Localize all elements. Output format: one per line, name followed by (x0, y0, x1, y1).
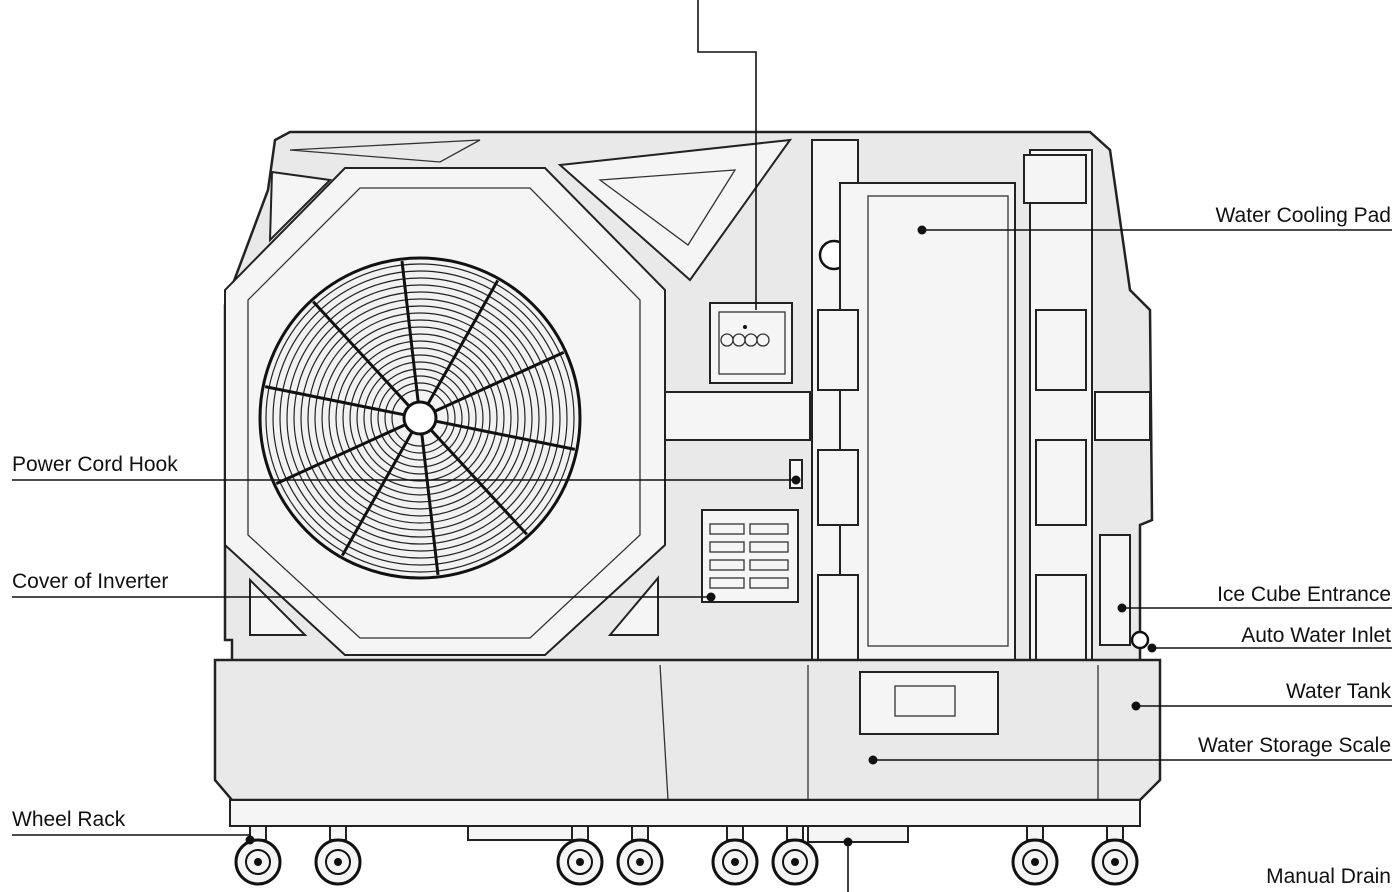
fan-ring (272, 270, 568, 566)
water-tank (213, 658, 1162, 802)
left-pad-block-1 (817, 309, 859, 391)
label-auto-water-inlet: Auto Water Inlet (1241, 624, 1391, 647)
label-water-cooling-pad: Water Cooling Pad (1215, 204, 1391, 227)
fan-ring (279, 277, 561, 559)
dot-cover-of-inverter (706, 592, 716, 602)
leader-wheel-rack (12, 834, 251, 840)
control-panel-frame (709, 302, 793, 384)
fan-hub (402, 400, 438, 436)
caster-wheel (771, 825, 819, 886)
fan-ring (363, 361, 477, 475)
right-block-1 (1023, 154, 1087, 204)
inverter-vents (709, 523, 789, 589)
fan-spoke (400, 260, 420, 403)
fan-ring (265, 263, 575, 573)
fan-ring (286, 284, 554, 552)
casters (234, 825, 1139, 886)
scale-slot (894, 685, 956, 717)
fan-ring (370, 368, 470, 468)
fan-spoke (435, 419, 576, 451)
cooling-pad-frame (839, 182, 1016, 664)
fan-spoke (340, 431, 414, 557)
body-triangle-right-inner (598, 169, 737, 246)
cooling-pad (867, 195, 1009, 647)
fan-ring (391, 389, 449, 447)
body-triangle-bottom-left (249, 577, 308, 636)
caster-wheel (1011, 825, 1059, 886)
dot-water-storage-scale (868, 755, 878, 765)
control-panel-buttons (720, 325, 770, 347)
caster-wheel (616, 825, 664, 886)
caster-wheel (556, 825, 604, 886)
fan-ring (342, 340, 498, 496)
dot-water-cooling-pad (917, 225, 927, 235)
right-block-3 (1035, 439, 1087, 526)
caster-wheel (314, 825, 362, 886)
fan-guard-spokes (264, 260, 576, 576)
fan-ring (335, 333, 505, 503)
fan-ring (307, 305, 533, 531)
label-manual-drain: Manual Drain (1266, 865, 1391, 888)
body-triangle-top (289, 139, 481, 163)
fan-ring (384, 382, 456, 454)
fan-guard-rings (265, 263, 575, 573)
dot-ice-cube-entrance (1117, 603, 1127, 613)
fan-ring (377, 375, 463, 461)
caster-wheel (1091, 825, 1139, 886)
label-power-cord-hook: Power Cord Hook (12, 453, 178, 476)
right-block-2 (1035, 309, 1087, 391)
caster-wheel (711, 825, 759, 886)
fan-spoke (264, 385, 405, 417)
fan-housing-inner (247, 187, 641, 639)
fan-ring (314, 312, 526, 524)
label-water-storage-scale: Water Storage Scale (1198, 734, 1391, 757)
middle-band (664, 391, 811, 441)
fan-ring (321, 319, 519, 517)
tank-divider-1 (659, 664, 669, 801)
dot-auto-water-inlet (1147, 643, 1157, 653)
label-wheel-rack: Wheel Rack (12, 808, 126, 831)
drain-housing (807, 825, 909, 843)
fan-spoke (426, 279, 500, 405)
wheel-rack (229, 799, 1141, 827)
fan-ring (349, 347, 491, 489)
caster-wheel (234, 825, 282, 886)
manual-drain-valve (467, 825, 589, 841)
fan-ring (356, 354, 484, 482)
fan-ring (293, 291, 547, 545)
ice-cube-entrance-door (1099, 534, 1131, 646)
auto-water-inlet-fitting (1130, 630, 1150, 650)
fan-spoke (429, 428, 528, 536)
dot-manual-drain (843, 837, 853, 847)
dot-wheel-rack (245, 835, 255, 845)
right-side-band (1094, 391, 1151, 441)
right-block-4 (1035, 574, 1087, 666)
fan-ring (300, 298, 540, 538)
label-ice-cube-entrance: Ice Cube Entrance (1217, 583, 1391, 606)
fan-ring (328, 326, 512, 510)
fan-spoke (312, 300, 411, 408)
fan-spoke (433, 351, 565, 413)
fan-spoke (420, 433, 440, 576)
leader-control-panel (697, 0, 757, 310)
left-pad-block-2 (817, 449, 859, 526)
label-cover-of-inverter: Cover of Inverter (12, 570, 169, 593)
fan-spoke (275, 423, 407, 485)
body-triangle-bottom-right (607, 575, 659, 636)
water-storage-scale-window (859, 671, 999, 735)
body-triangle-left (268, 170, 333, 243)
dot-power-cord-hook (791, 475, 801, 485)
control-panel-face (718, 311, 786, 375)
label-water-tank: Water Tank (1285, 680, 1391, 703)
left-pad-block-3 (817, 574, 859, 661)
dot-water-tank (1131, 701, 1141, 711)
